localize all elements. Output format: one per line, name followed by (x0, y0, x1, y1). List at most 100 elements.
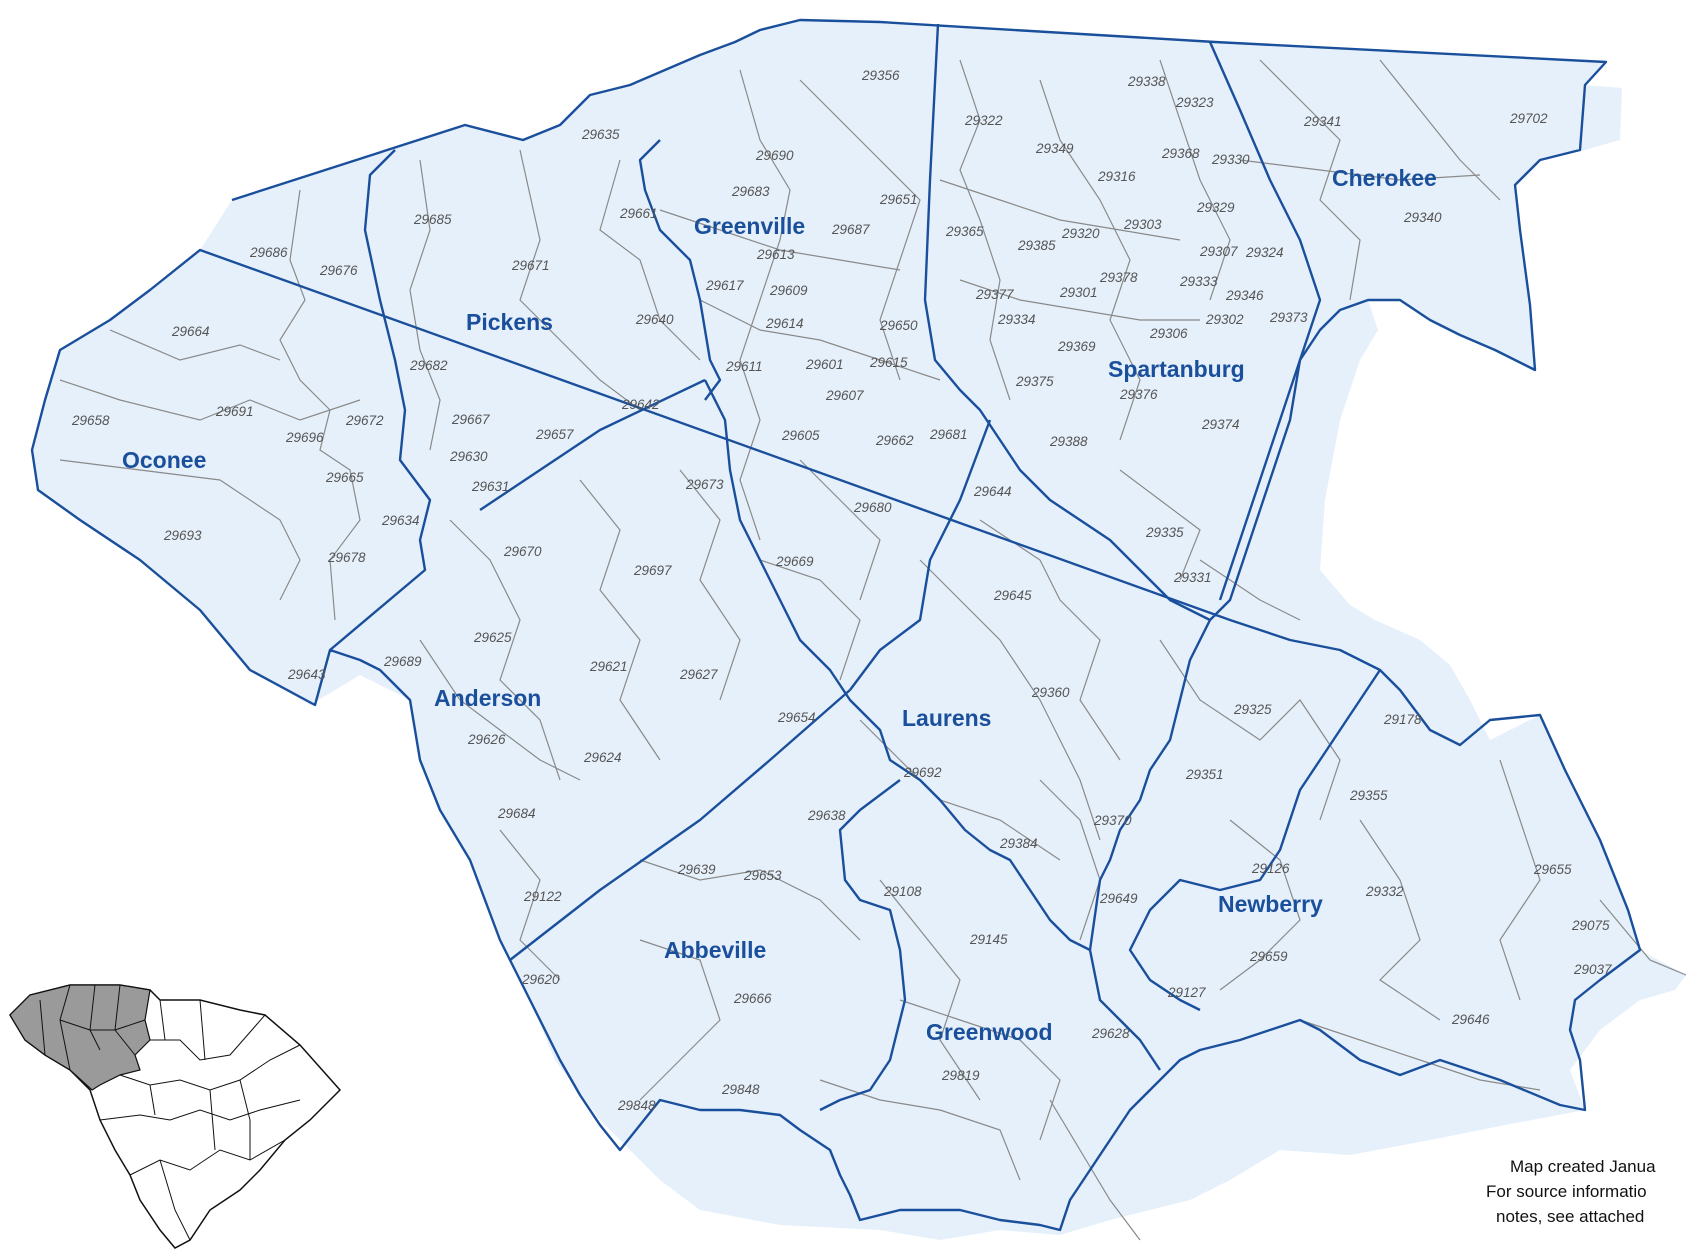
county-label-anderson: Anderson (434, 685, 541, 711)
zip-label: 29302 (1205, 312, 1244, 327)
zip-label: 29692 (903, 765, 942, 780)
zip-label: 29331 (1173, 570, 1212, 585)
zip-label: 29369 (1057, 339, 1096, 354)
county-label-abbeville: Abbeville (664, 937, 766, 963)
zip-label: 29627 (679, 667, 718, 682)
zip-label: 29686 (249, 245, 288, 260)
zip-label: 29628 (1091, 1026, 1130, 1041)
zip-label: 29649 (1099, 891, 1138, 906)
zip-label: 29384 (999, 836, 1038, 851)
zip-label: 29324 (1245, 245, 1284, 260)
zip-label: 29373 (1269, 310, 1308, 325)
zip-label: 29690 (755, 148, 794, 163)
zip-label: 29680 (853, 500, 892, 515)
inset-map-south-carolina (9, 984, 342, 1249)
zip-label: 29682 (409, 358, 448, 373)
zip-label: 29683 (731, 184, 770, 199)
county-label-newberry: Newberry (1218, 891, 1323, 917)
zip-label: 29306 (1149, 326, 1188, 341)
zip-label: 29303 (1123, 217, 1162, 232)
county-label-pickens: Pickens (466, 309, 553, 335)
zip-label: 29613 (756, 247, 795, 262)
zip-label: 29301 (1059, 285, 1098, 300)
zip-label: 29654 (777, 710, 816, 725)
zip-label: 29662 (875, 433, 914, 448)
zip-label: 29657 (535, 427, 574, 442)
zip-label: 29684 (497, 806, 536, 821)
zip-label: 29685 (413, 212, 452, 227)
zip-label: 29377 (975, 287, 1014, 302)
zip-label: 29341 (1303, 114, 1342, 129)
zip-label: 29638 (807, 808, 846, 823)
zip-label: 29609 (769, 283, 808, 298)
zip-label: 29643 (287, 667, 326, 682)
zip-label: 29687 (831, 222, 870, 237)
zip-label: 29620 (521, 972, 560, 987)
zip-label: 29645 (993, 588, 1032, 603)
zip-label: 29646 (1451, 1012, 1490, 1027)
zip-label: 29666 (733, 991, 772, 1006)
zip-label: 29385 (1017, 238, 1056, 253)
county-label-greenville: Greenville (694, 213, 805, 239)
county-labels: Oconee Pickens Greenville Spartanburg Ch… (122, 165, 1437, 1045)
zip-label: 29108 (883, 884, 922, 899)
zip-label: 29334 (997, 312, 1036, 327)
zip-label: 29691 (215, 404, 254, 419)
zip-label: 29335 (1145, 525, 1184, 540)
zip-label: 29665 (325, 470, 364, 485)
zip-label: 29325 (1233, 702, 1272, 717)
zip-label: 29388 (1049, 434, 1088, 449)
zip-label: 29635 (581, 127, 620, 142)
zip-label: 29634 (381, 513, 420, 528)
zip-label: 29624 (583, 750, 622, 765)
zip-label: 29651 (879, 192, 918, 207)
zip-label: 29360 (1031, 685, 1070, 700)
zip-label: 29689 (383, 654, 422, 669)
zip-label: 29681 (929, 427, 968, 442)
zip-label: 29671 (511, 258, 550, 273)
zip-label: 29650 (879, 318, 918, 333)
note-line-3: notes, see attached (1496, 1207, 1644, 1226)
zip-label: 29340 (1403, 210, 1442, 225)
zip-label: 29607 (825, 388, 864, 403)
zip-label: 29696 (285, 430, 324, 445)
zip-label: 29697 (633, 563, 672, 578)
county-label-greenwood: Greenwood (926, 1019, 1053, 1045)
zip-label: 29664 (171, 324, 210, 339)
zip-label: 29320 (1061, 226, 1100, 241)
zip-label: 29658 (71, 413, 110, 428)
zip-label: 29642 (621, 397, 660, 412)
zip-boundaries (59, 59, 1686, 1241)
zip-label: 29376 (1119, 387, 1158, 402)
zip-label: 29693 (163, 528, 202, 543)
county-label-laurens: Laurens (902, 705, 991, 731)
zip-label: 29127 (1167, 985, 1206, 1000)
zip-label: 29848 (721, 1082, 760, 1097)
zip-label: 29368 (1161, 146, 1200, 161)
zip-label: 29667 (451, 412, 490, 427)
zip-label: 29678 (327, 550, 366, 565)
zip-label: 29702 (1509, 111, 1548, 126)
zip-label: 29178 (1383, 712, 1422, 727)
note-line-2: For source informatio (1486, 1182, 1647, 1201)
zip-label: 29617 (705, 278, 744, 293)
zip-label: 29614 (765, 316, 804, 331)
county-label-spartanburg: Spartanburg (1108, 356, 1245, 382)
zip-label: 29670 (503, 544, 542, 559)
zip-label: 29349 (1035, 141, 1074, 156)
zip-label: 29075 (1571, 918, 1610, 933)
zip-labels: 29356 29338 29323 29322 29341 29702 2963… (71, 68, 1612, 1113)
zip-label: 29122 (523, 889, 562, 904)
zip-label: 29356 (861, 68, 900, 83)
zip-label: 29659 (1249, 949, 1288, 964)
zip-label: 29330 (1211, 152, 1250, 167)
zip-label: 29605 (781, 428, 820, 443)
zip-label: 29631 (471, 479, 510, 494)
zip-label: 29639 (677, 862, 716, 877)
zip-label: 29332 (1365, 884, 1404, 899)
zip-label: 29338 (1127, 74, 1166, 89)
zip-label: 29669 (775, 554, 814, 569)
zip-label: 29676 (319, 263, 358, 278)
zip-label: 29365 (945, 224, 984, 239)
zip-label: 29819 (941, 1068, 980, 1083)
